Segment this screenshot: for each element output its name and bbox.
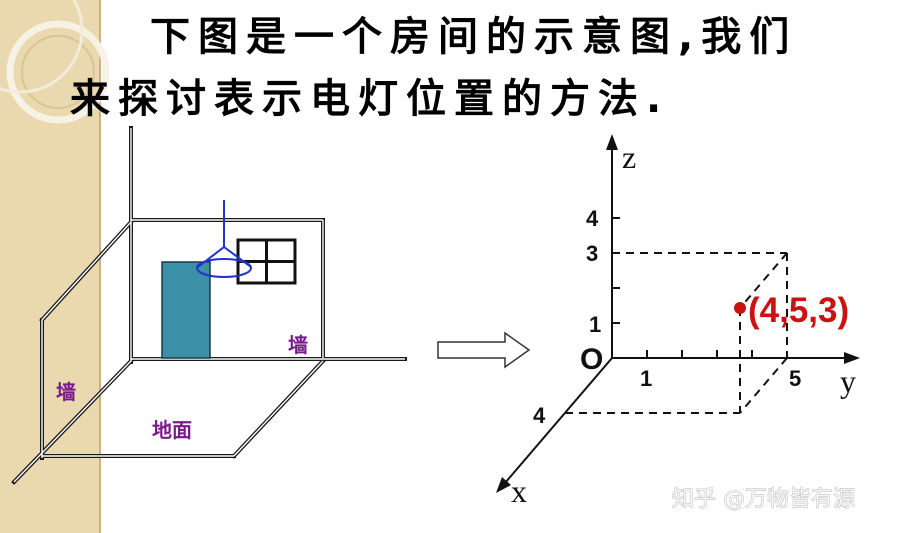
room-diagram: 墙 墙 地面 — [11, 126, 407, 485]
z-tick-label-4: 4 — [586, 206, 599, 231]
decorative-ring-inner — [21, 35, 95, 109]
wall-label-back: 墙 — [288, 333, 308, 357]
wall-lines-inner — [13, 128, 405, 483]
wall-label-left: 墙 — [56, 380, 76, 404]
x-axis — [504, 357, 613, 484]
z-axis-label: z — [622, 139, 636, 175]
z-tick-label-1: 1 — [589, 312, 601, 337]
door — [161, 261, 211, 359]
room-walls — [11, 126, 407, 485]
x-axis-label: x — [511, 473, 527, 509]
y-axis-arrowhead — [844, 352, 860, 364]
lamp — [196, 200, 252, 278]
y-tick-label-1: 1 — [640, 366, 652, 391]
z-tick-label-3: 3 — [586, 241, 598, 266]
z-axis-arrowhead — [606, 134, 618, 150]
hollow-right-arrow-icon — [437, 331, 531, 369]
watermark: 知乎 @万物皆有源 — [672, 487, 855, 512]
point-coordinate-label: (4,5,3) — [748, 291, 849, 330]
y-axis-label: y — [840, 363, 856, 399]
title-line-2: 来探讨表示电灯位置的方法. — [70, 76, 669, 122]
decorative-ring-outer — [6, 20, 110, 124]
coordinate-system: (4,5,3) z y x O 4 3 1 1 5 4 — [496, 134, 860, 509]
title-line-1: 下图是一个房间的示意图,我们 — [150, 14, 797, 60]
projection-dashes — [565, 252, 788, 414]
x-axis-arrowhead — [496, 477, 511, 493]
y-tick-label-5: 5 — [789, 366, 801, 391]
x-tick-label-4: 4 — [533, 403, 546, 428]
origin-label: O — [580, 343, 603, 376]
floor-label: 地面 — [152, 418, 192, 442]
lamp-point-marker — [734, 302, 746, 314]
decorative-arc — [0, 0, 84, 94]
axis-ticks — [612, 217, 753, 358]
lamp-shade-rim — [196, 258, 252, 278]
window — [236, 238, 297, 285]
